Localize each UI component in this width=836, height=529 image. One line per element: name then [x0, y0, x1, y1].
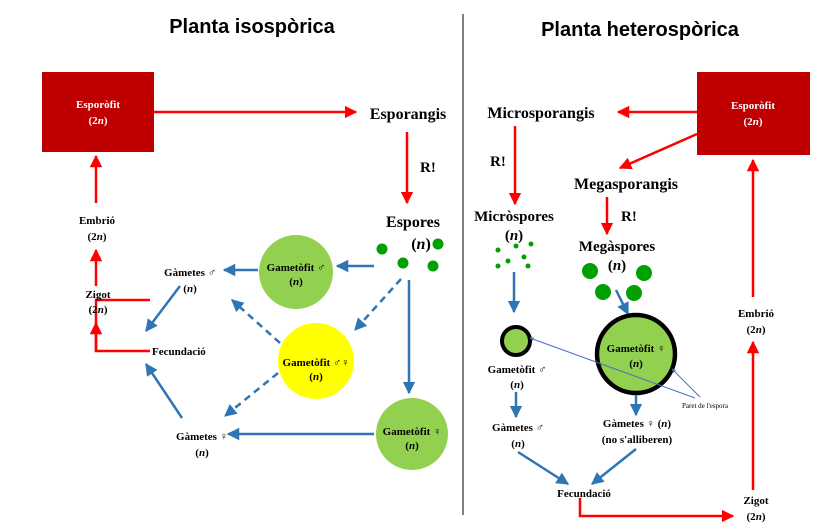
- left-sporophyte-label: Esporòfit: [76, 99, 120, 111]
- microspore-dot: [528, 241, 534, 247]
- left-gametophyte-male: Gametòfit ♂ (n): [259, 235, 333, 309]
- microspore-dot: [513, 243, 519, 249]
- left-spores-dots: [376, 238, 444, 272]
- left-gametophyte-male-ploidy: (n): [289, 276, 303, 288]
- left-title: Planta isospòrica: [169, 16, 335, 38]
- left-gametophyte-bisexual: Gametòfit ♂♀ (n): [278, 323, 354, 399]
- spore-dot: [397, 257, 409, 269]
- arrow-spores-to-bisexual-gametophyte: [354, 278, 402, 331]
- right-megaspores-dots: [582, 263, 652, 301]
- right-sporophyte-box: Esporòfit (2n): [697, 72, 810, 155]
- left-gametophyte-female-label: Gametòfit ♀: [383, 426, 442, 438]
- right-embryo-ploidy: (2n): [747, 324, 766, 336]
- right-gametophyte-female-ploidy: (n): [629, 358, 643, 370]
- right-meiosis-micro-label: R!: [490, 154, 506, 170]
- megaspore-dot: [626, 285, 642, 301]
- left-gametophyte-female: Gametòfit ♀ (n): [376, 398, 448, 470]
- right-microspores-dots: [495, 241, 534, 269]
- right-microspores-label: Micròspores: [474, 209, 554, 225]
- arrow-sporophyte-to-megasporangia: [618, 132, 698, 170]
- pointer-spore-wall-female: [671, 368, 701, 398]
- left-sporophyte-rect: [42, 72, 154, 152]
- microspore-dot: [495, 247, 501, 253]
- left-gametophyte-bisexual-ploidy: (n): [309, 371, 323, 383]
- arrow-male-gametes-to-fecundation: [145, 285, 181, 332]
- left-gametes-male-label: Gàmetes ♂: [164, 267, 216, 279]
- left-gametophyte-bisexual-label: Gametòfit ♂♀: [283, 357, 350, 369]
- megaspore-dot: [636, 265, 652, 281]
- arrow-bisexual-to-female-gametes: [224, 372, 279, 417]
- left-sporangia-label: Esporangis: [370, 106, 446, 123]
- left-gametophyte-male-circle: [259, 235, 333, 309]
- right-meiosis-mega-label: R!: [621, 209, 637, 225]
- microspore-dot: [505, 258, 511, 264]
- right-gametophyte-male-ploidy: (n): [510, 379, 524, 391]
- microspore-dot: [495, 263, 501, 269]
- right-sporophyte-label: Esporòfit: [731, 100, 775, 112]
- pointer-spore-wall-male: [529, 337, 696, 399]
- left-embryo-ploidy: (2n): [88, 231, 107, 243]
- left-zygote-ploidy: (2n): [89, 304, 108, 316]
- right-megasporangia-label: Megasporangis: [574, 176, 678, 193]
- right-gametophyte-female-circle: [594, 312, 678, 396]
- arrow-female-gametes-to-fecundation-right: [591, 448, 637, 485]
- right-megaspores-label: Megàspores: [579, 239, 656, 255]
- left-gametophyte-female-circle: [376, 398, 448, 470]
- megaspore-dot: [595, 284, 611, 300]
- microspore-dot: [525, 263, 531, 269]
- right-fecundation-label: Fecundació: [557, 488, 611, 500]
- right-zygote-label: Zigot: [743, 495, 768, 507]
- arrow-megaspores-to-female-gametophyte: [614, 289, 630, 316]
- microspore-dot: [521, 254, 527, 260]
- right-gametophyte-female-label: Gametòfit ♀: [607, 343, 666, 355]
- megaspore-dot: [582, 263, 598, 279]
- right-gametes-female-label: Gàmetes ♀ (n): [603, 418, 671, 430]
- right-microspores-ploidy: (n): [505, 228, 523, 244]
- left-gametes-female-ploidy: (n): [195, 447, 209, 459]
- right-zygote-ploidy: (2n): [747, 511, 766, 523]
- arrow-male-gametes-to-fecundation-right: [517, 450, 570, 486]
- left-gametes-male-ploidy: (n): [183, 283, 197, 295]
- right-title: Planta heterospòrica: [541, 19, 740, 41]
- left-spores-ploidy: (n): [411, 236, 431, 253]
- left-gametophyte-bisexual-circle: [278, 323, 354, 399]
- right-gametes-female-note: (no s'alliberen): [602, 434, 673, 446]
- left-meiosis-label: R!: [420, 160, 436, 176]
- right-microsporangia-label: Microsporangis: [487, 105, 594, 122]
- left-fecundation-label: Fecundació: [152, 346, 206, 358]
- right-sporophyte-ploidy: (2n): [744, 116, 763, 128]
- left-gametophyte-female-ploidy: (n): [405, 440, 419, 452]
- spore-dot: [376, 243, 388, 255]
- right-gametophyte-female: Gametòfit ♀ (n): [594, 312, 678, 396]
- arrow-fecundation-to-zygote-right: [578, 498, 735, 523]
- right-gametes-male-ploidy: (n): [511, 438, 525, 450]
- spore-wall-label: Paret de l'espora: [682, 402, 729, 410]
- right-embryo-label: Embrió: [738, 308, 775, 320]
- left-zygote-label: Zigot: [85, 289, 110, 301]
- spore-dot: [432, 238, 444, 250]
- right-sporophyte-rect: [697, 72, 810, 155]
- right-gametes-male-label: Gàmetes ♂: [492, 422, 544, 434]
- left-embryo-label: Embrió: [79, 215, 116, 227]
- spore-dot: [427, 260, 439, 272]
- left-gametophyte-male-label: Gametòfit ♂: [267, 262, 326, 274]
- left-spores-label: Espores: [386, 214, 440, 231]
- arrow-female-gametes-to-fecundation: [144, 362, 184, 419]
- right-megaspores-ploidy: (n): [608, 258, 626, 274]
- left-sporophyte-box: Esporòfit (2n): [42, 72, 154, 152]
- left-sporophyte-ploidy: (2n): [89, 115, 108, 127]
- arrow-bisexual-to-male-gametes: [231, 299, 281, 344]
- right-gametophyte-male-circle: [500, 325, 532, 357]
- right-gametophyte-male-label: Gametòfit ♂: [488, 364, 547, 376]
- left-gametes-female-label: Gàmetes ♀: [176, 431, 228, 443]
